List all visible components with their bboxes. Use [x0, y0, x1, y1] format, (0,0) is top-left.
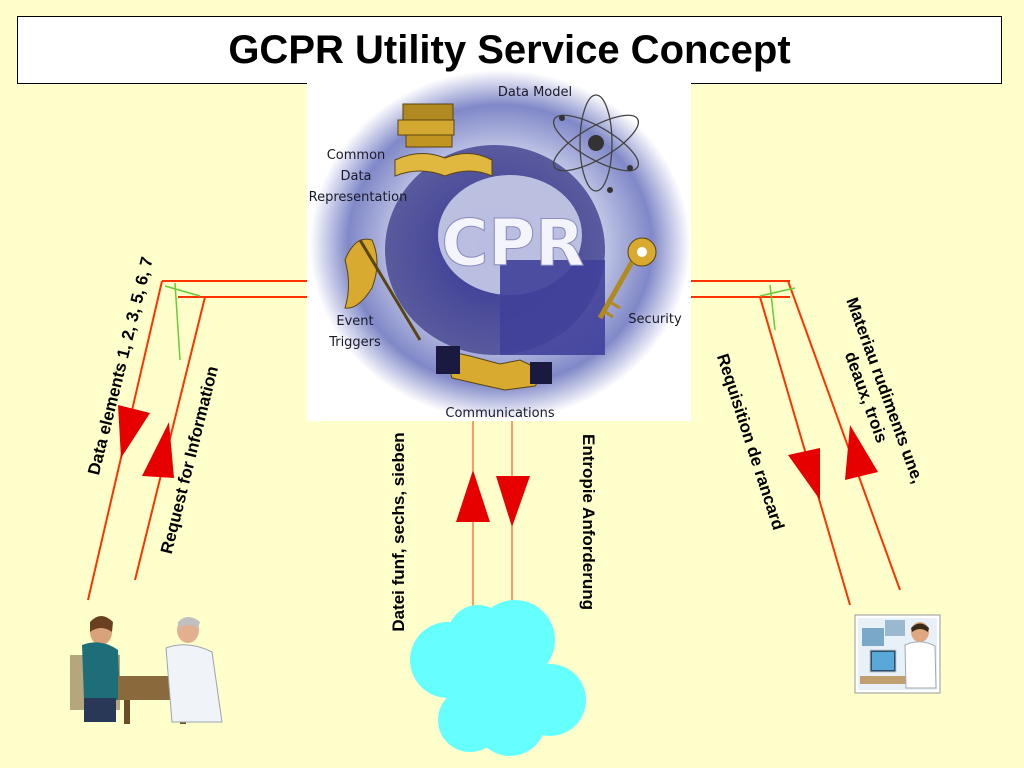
computer-worker-icon — [854, 614, 941, 694]
communications-label: Communications — [445, 406, 554, 421]
right-flow-lines — [759, 280, 901, 606]
handshake-icon — [436, 346, 552, 391]
office-meeting-icon — [70, 616, 223, 724]
event-triggers-label-line1: Event — [336, 314, 373, 329]
key-icon — [597, 237, 657, 320]
center-up-arrow — [456, 470, 490, 522]
data-model-label: Data Model — [498, 85, 572, 100]
left-outer-down-arrow — [118, 405, 150, 458]
common-data-label-line3: Representation — [309, 190, 408, 205]
left-inner-up-arrow — [142, 422, 174, 478]
page-title: GCPR Utility Service Concept — [228, 27, 791, 72]
right-inner-down-arrow — [788, 448, 820, 500]
right-outer-up-arrow — [845, 425, 878, 480]
common-data-label-line2: Data — [340, 169, 371, 184]
center-left-flow-label: Datei funf, sechs, sieben — [389, 432, 408, 632]
cloud-icon — [410, 600, 586, 756]
center-down-arrow — [496, 476, 530, 527]
right-connector-lines — [690, 280, 790, 298]
common-data-label-line1: Common — [327, 148, 386, 163]
atom-icon — [553, 94, 639, 193]
security-label: Security — [628, 312, 682, 327]
flag-icon — [344, 238, 422, 341]
books-icon — [394, 103, 493, 177]
left-connector-lines — [162, 280, 310, 298]
gcpr-logo: CPR Data Model Common Data Representatio… — [307, 70, 691, 421]
event-triggers-label-line2: Triggers — [328, 335, 381, 350]
center-right-flow-label: Entropie Anforderung — [579, 434, 598, 610]
logo-main-text: CPR — [441, 207, 584, 281]
